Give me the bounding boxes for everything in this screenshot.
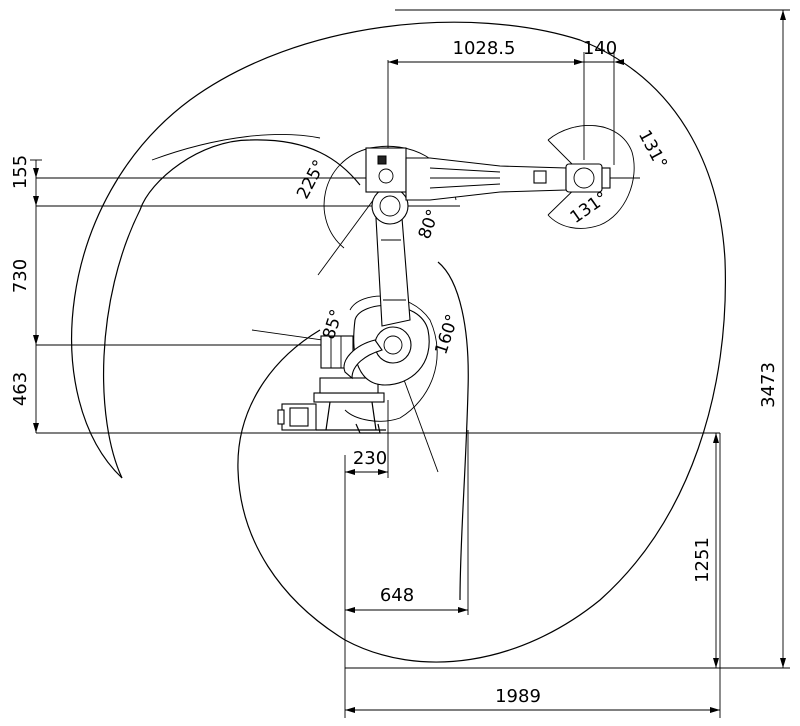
angle-axis2-front: 160°: [431, 312, 463, 357]
dimension-lower-depth: 1251: [692, 537, 713, 583]
inner-envelope-curve: [103, 139, 361, 479]
reference-lines: [30, 9, 790, 718]
dimension-base-offset: 230: [353, 448, 387, 469]
robot-flange: [601, 167, 611, 189]
dimension-total-height: 3473: [758, 362, 779, 408]
base-sweep-curve: [151, 134, 321, 161]
dimension-arm-length: 730: [10, 259, 31, 293]
angle-axis3-lower: 80°: [415, 207, 444, 242]
robot-lower-arm: [375, 217, 411, 327]
dimension-inner-radius: 648: [380, 585, 414, 606]
dimension-base-height: 463: [10, 372, 31, 406]
angle-wrist-lower: 131°: [567, 188, 612, 228]
robot-elbow-joint: [371, 187, 409, 225]
robot-body: [277, 147, 611, 434]
robot-base-plate: [313, 392, 385, 403]
robot-counterbalance: [343, 339, 383, 380]
wrist-arc: [547, 124, 635, 229]
robot-axis2-joint: [374, 326, 412, 364]
robot-base-housing: [319, 377, 379, 394]
dimension-arrows: [33, 10, 786, 713]
dimension-top-reach: 1028.5: [453, 38, 516, 59]
dimension-upper-offset: 155: [10, 155, 31, 189]
outer-envelope-curve: [71, 21, 727, 663]
angle-wrist-upper: 131°: [634, 127, 671, 173]
robot-axis3-housing: [365, 147, 407, 193]
inner-envelope-lower: [437, 261, 469, 601]
dimension-total-reach: 1989: [495, 686, 541, 707]
dimension-labels: 1028.5 140 155 730 463 3473 1251 230 648…: [10, 38, 779, 707]
dimension-wrist-offset: 140: [583, 38, 617, 59]
